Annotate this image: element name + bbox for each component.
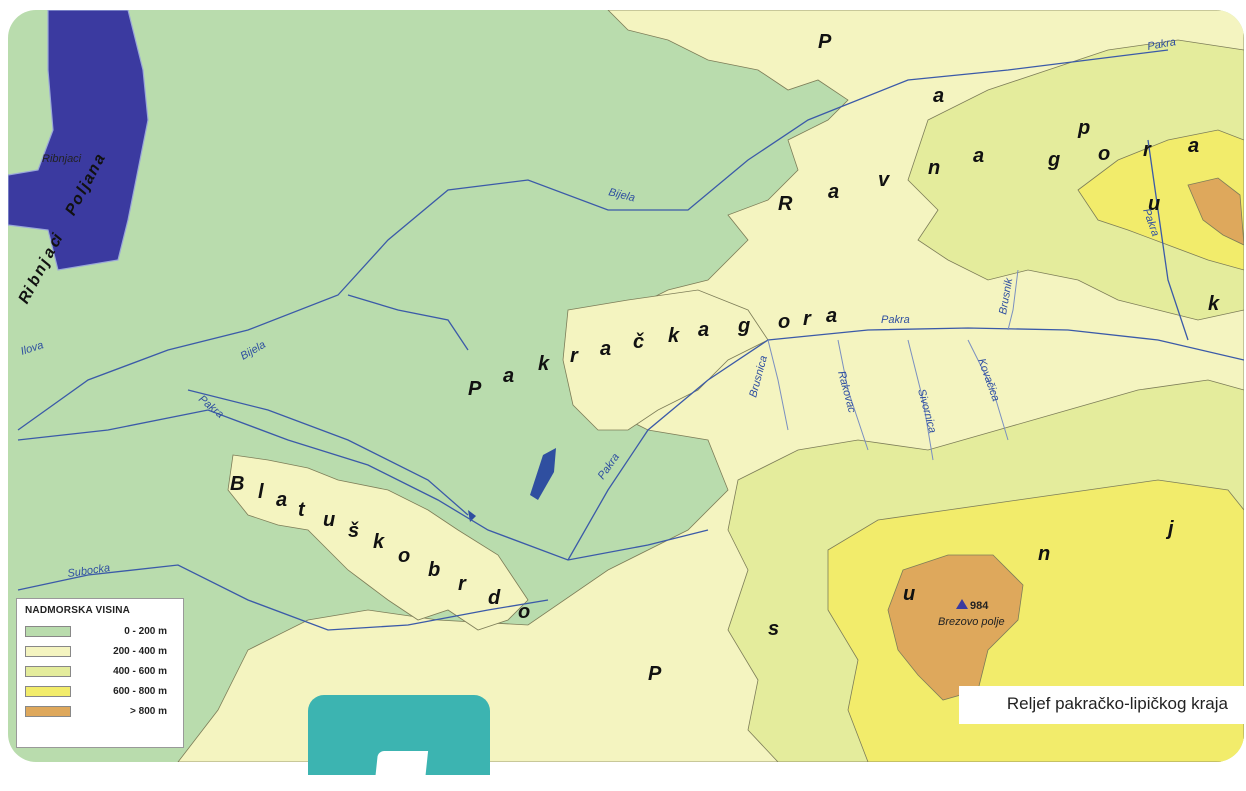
svg-text:R: R	[778, 193, 793, 215]
svg-text:o: o	[398, 545, 410, 567]
streams	[767, 269, 1019, 461]
svg-text:n: n	[1038, 543, 1050, 565]
svg-text:j: j	[1165, 518, 1174, 540]
legend-swatch	[25, 645, 71, 657]
peak-height: 984	[970, 600, 989, 612]
svg-text:a: a	[826, 305, 837, 327]
map-caption: Reljef pakračko-lipičkog kraja	[958, 686, 1244, 724]
svg-text:l: l	[258, 481, 264, 503]
svg-text:o: o	[1098, 143, 1110, 165]
legend-title: NADMORSKA VISINA	[25, 605, 131, 616]
legend-row: 400 - 600 m	[25, 661, 175, 681]
relief-map: P a p u k R a v n a g o r a P a k r a č …	[8, 10, 1244, 762]
svg-text:a: a	[503, 365, 514, 387]
svg-text:P: P	[818, 31, 832, 53]
legend-row: 0 - 200 m	[25, 621, 175, 641]
svg-text:t: t	[298, 499, 306, 521]
svg-text:a: a	[276, 489, 287, 511]
river-label-bijela-w: Bijela	[239, 339, 268, 363]
teal-tab	[308, 695, 490, 791]
river-label-subocka: Subocka	[67, 562, 111, 580]
svg-text:a: a	[933, 85, 944, 107]
lake-small	[530, 448, 556, 500]
svg-text:u: u	[323, 509, 335, 531]
legend-swatch	[25, 685, 71, 697]
band-over-800-psunj	[887, 554, 1024, 701]
river-network	[17, 49, 1244, 631]
legend-label: 200 - 400 m	[113, 645, 167, 657]
fishponds	[8, 10, 149, 271]
svg-text:g: g	[1047, 149, 1060, 171]
svg-text:a: a	[698, 319, 709, 341]
svg-text:r: r	[458, 573, 467, 595]
svg-text:p: p	[1077, 117, 1090, 139]
svg-text:r: r	[803, 308, 812, 330]
svg-text:P: P	[468, 378, 482, 400]
svg-text:a: a	[600, 338, 611, 360]
river-label-pakra-mid: Pakra	[596, 451, 622, 481]
river-label-pakra-ne: Pakra	[1146, 36, 1176, 53]
svg-text:k: k	[1208, 293, 1220, 315]
label-pakracka-gora: P a k r a č k a g o r a	[468, 305, 837, 400]
band-200-400-pakracka	[562, 289, 769, 431]
svg-text:B: B	[230, 473, 244, 495]
svg-text:v: v	[878, 169, 891, 191]
svg-text:P: P	[648, 663, 662, 685]
svg-text:b: b	[428, 559, 440, 581]
svg-text:o: o	[778, 311, 790, 333]
svg-text:o: o	[518, 601, 530, 623]
river-label-ilova: Ilova	[19, 339, 45, 358]
svg-text:k: k	[373, 531, 385, 553]
map-frame: P a p u k R a v n a g o r a P a k r a č …	[8, 10, 1244, 762]
legend-row: 200 - 400 m	[25, 641, 175, 661]
legend-swatch	[25, 625, 71, 637]
svg-text:u: u	[1148, 193, 1160, 215]
band-600-800-papuk	[1077, 129, 1244, 271]
label-psunj: P s u n j	[648, 518, 1174, 685]
svg-text:r: r	[570, 345, 579, 367]
svg-text:u: u	[903, 583, 915, 605]
legend-row: 600 - 800 m	[25, 681, 175, 701]
svg-text:d: d	[488, 587, 501, 609]
legend-label: 400 - 600 m	[113, 665, 167, 677]
svg-text:r: r	[1143, 139, 1152, 161]
svg-text:g: g	[737, 315, 750, 337]
legend-swatch	[25, 705, 71, 717]
svg-text:a: a	[828, 181, 839, 203]
svg-text:a: a	[1188, 135, 1199, 157]
peak-triangle-icon	[956, 599, 968, 609]
label-ravna-gora: R a v n a g o r a	[778, 135, 1199, 215]
legend-label: 600 - 800 m	[113, 685, 167, 697]
peak-name: Brezovo polje	[938, 616, 1005, 628]
elevation-legend: NADMORSKA VISINA 0 - 200 m 200 - 400 m 4…	[16, 598, 184, 748]
svg-text:n: n	[928, 157, 940, 179]
band-over-800-papuk	[1187, 177, 1244, 246]
legend-label: 0 - 200 m	[124, 625, 167, 637]
river-label-pakra-sw: Pakra	[196, 393, 226, 421]
svg-text:č: č	[633, 331, 644, 353]
label-blatusko-brdo: B l a t u š k o b r d o	[230, 473, 530, 623]
label-papuk: P a p u k	[818, 31, 1220, 315]
svg-text:a: a	[973, 145, 984, 167]
svg-text:s: s	[768, 618, 779, 640]
town-label-ribnjaci: Ribnjaci	[42, 153, 82, 165]
tab-mark	[373, 751, 429, 791]
legend-swatch	[25, 665, 71, 677]
svg-text:š: š	[348, 520, 359, 542]
svg-text:k: k	[668, 325, 680, 347]
river-label-pakra-center: Pakra	[881, 314, 910, 326]
band-200-400-blatusko	[227, 454, 529, 631]
legend-label: > 800 m	[130, 705, 167, 717]
svg-text:k: k	[538, 353, 550, 375]
band-400-600-papuk	[907, 39, 1244, 321]
river-label-bijela-n: Bijela	[607, 186, 636, 204]
legend-row: > 800 m	[25, 701, 175, 721]
